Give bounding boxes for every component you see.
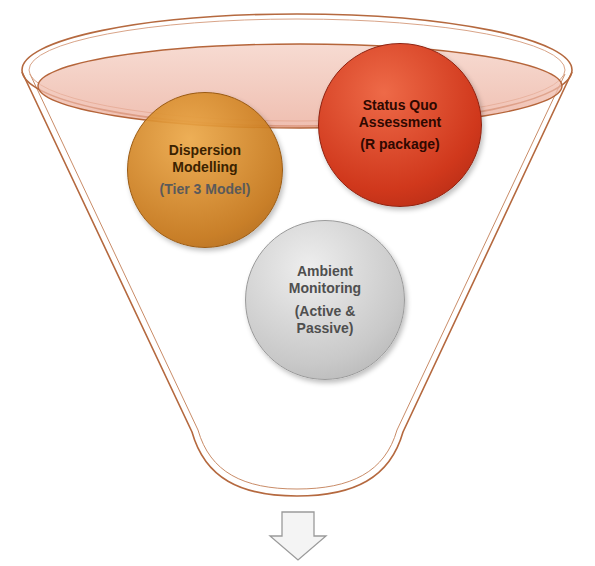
node-subtext: (Active & Passive) xyxy=(268,303,383,337)
assessment-circle: Status Quo Assessment (R package) xyxy=(318,43,482,207)
model-circle: Dispersion Modelling (Tier 3 Model) xyxy=(127,92,283,248)
funnel-outline xyxy=(22,72,572,496)
monitoring-circle: Ambient Monitoring (Active & Passive) xyxy=(245,220,405,380)
node-heading: Status Quo Assessment xyxy=(341,97,459,131)
pink-band xyxy=(38,44,562,128)
node-subtext: (R package) xyxy=(341,136,459,153)
funnel-inner-line xyxy=(30,74,565,489)
node-subtext: (Tier 3 Model) xyxy=(149,181,261,198)
node-heading: Dispersion Modelling xyxy=(149,142,261,176)
node-heading: Ambient Monitoring xyxy=(268,263,383,297)
down-arrow xyxy=(270,512,326,560)
